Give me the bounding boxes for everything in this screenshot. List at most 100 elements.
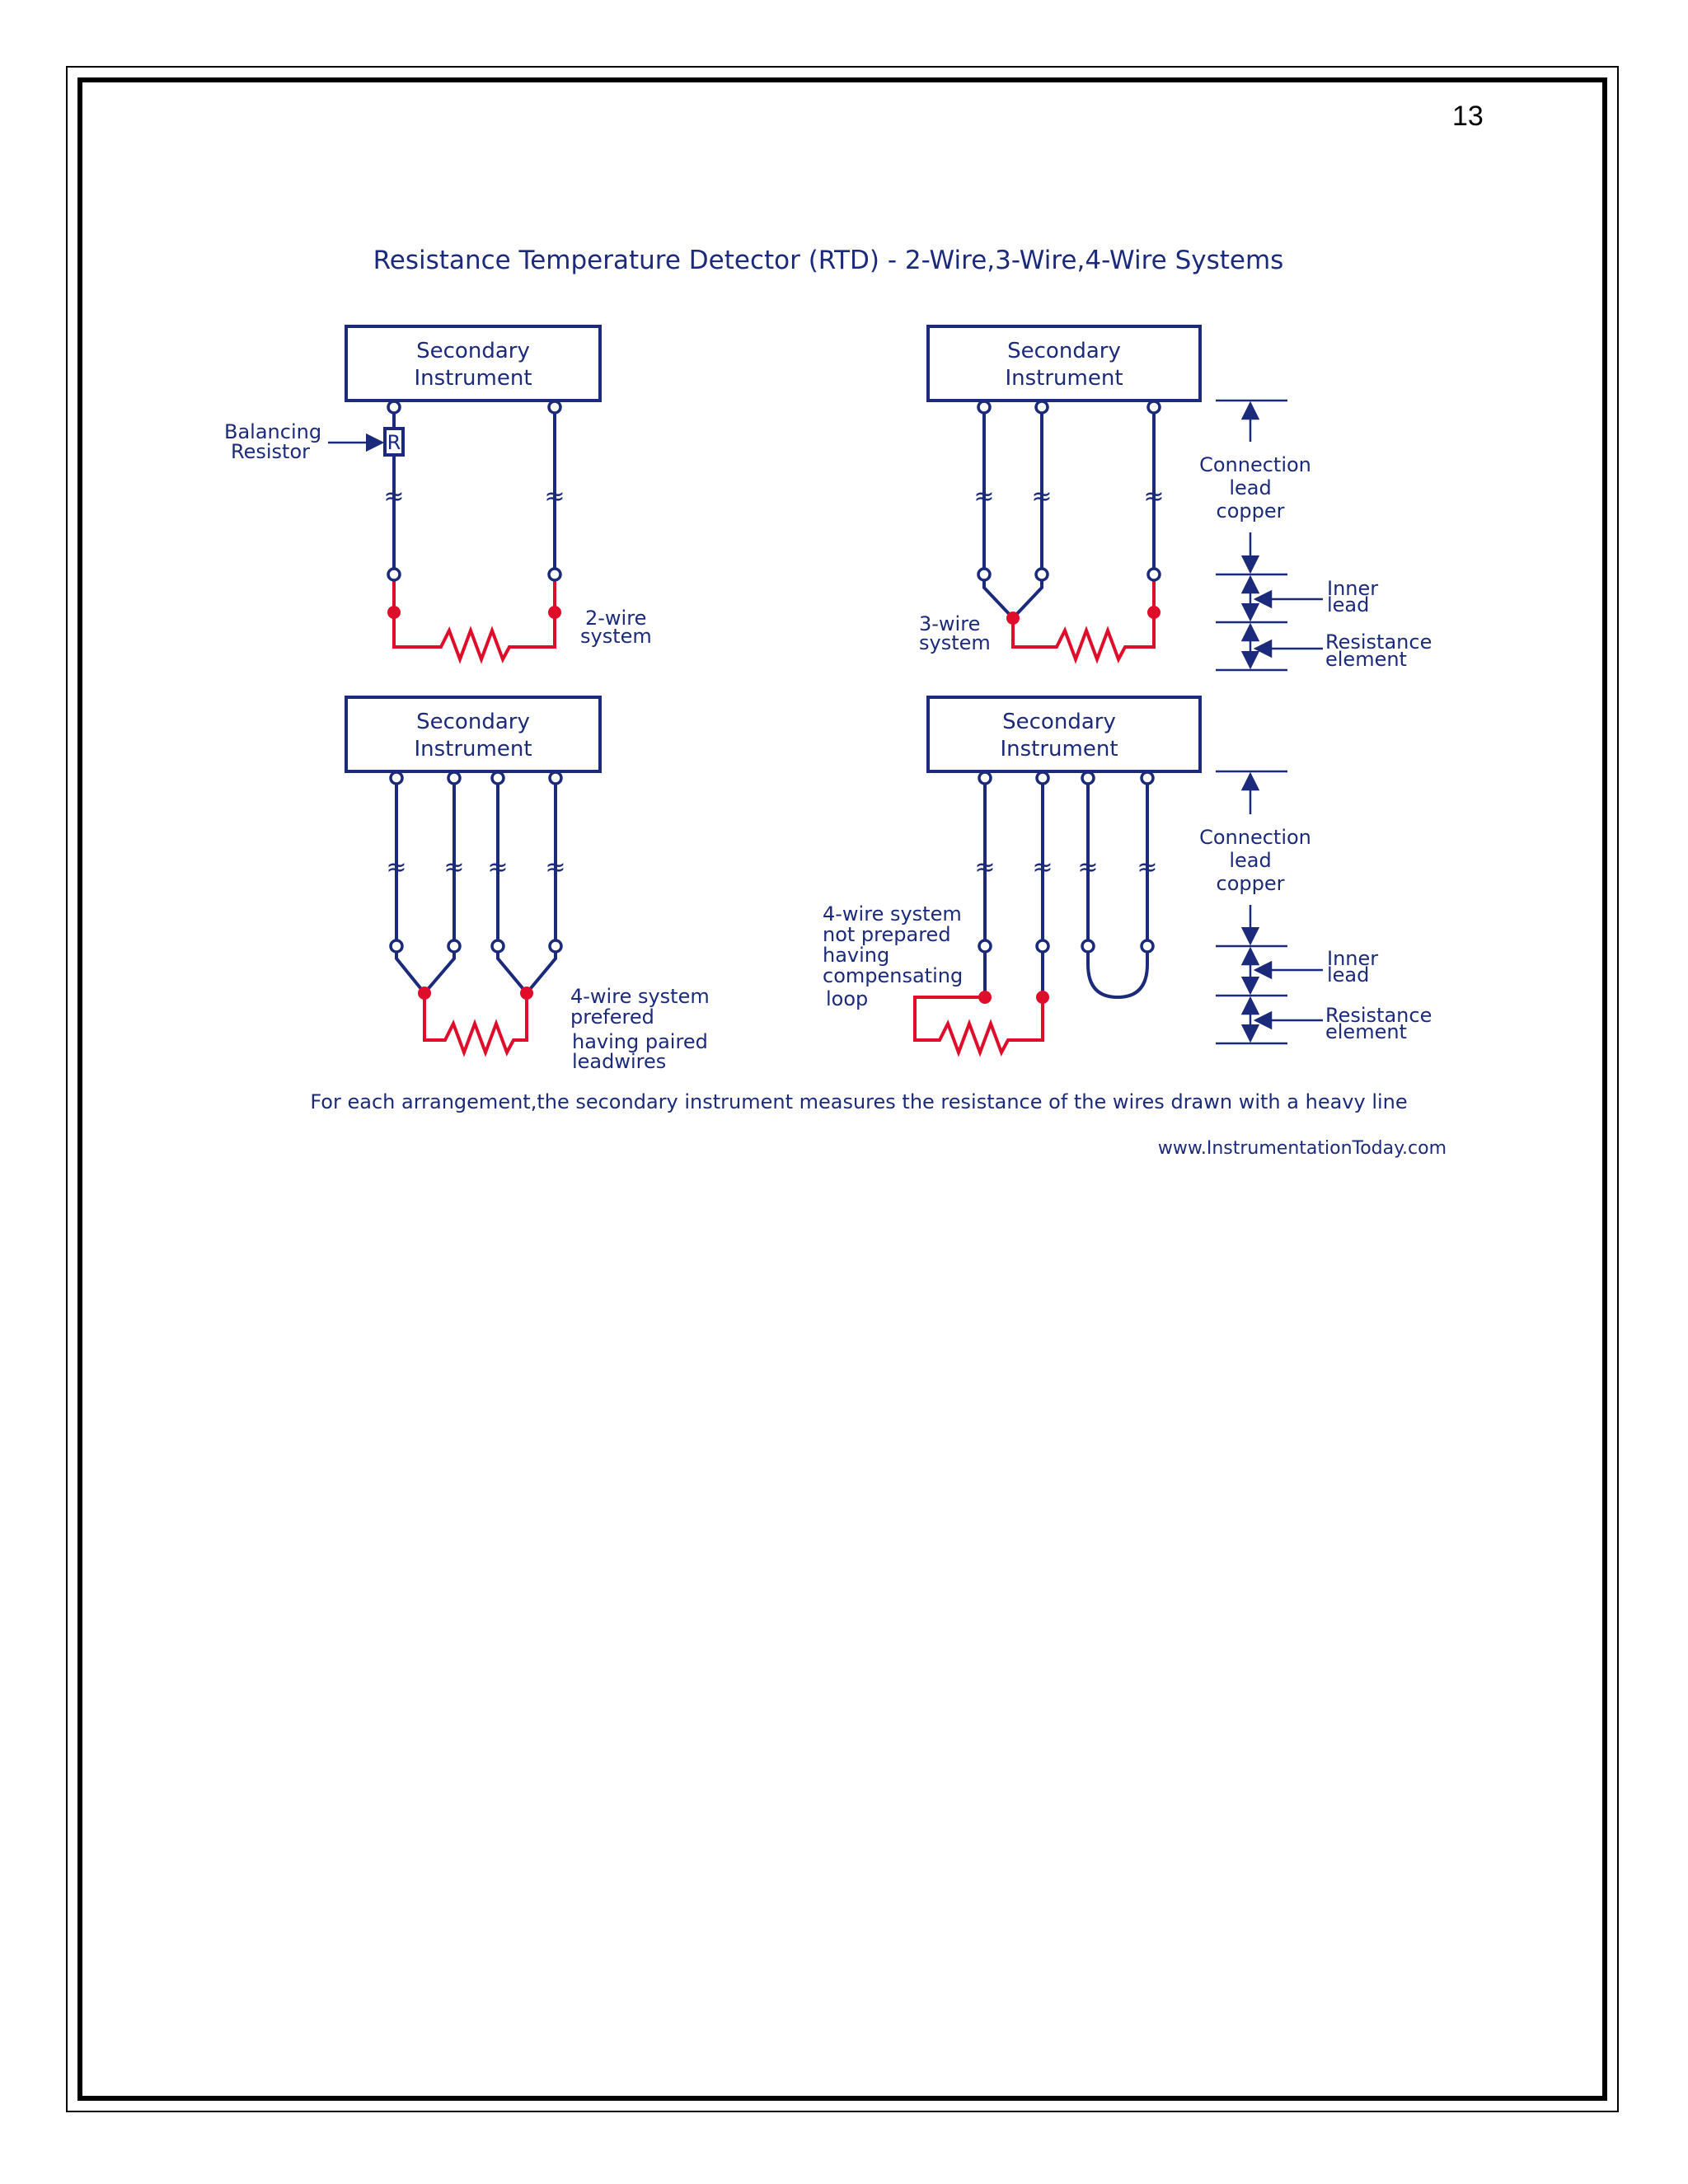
terminal bbox=[977, 400, 992, 415]
system-label-line2: not prepared bbox=[823, 923, 951, 946]
system-label-line4: compensating bbox=[823, 964, 963, 987]
wire-break-symbol: ≈ bbox=[383, 482, 404, 511]
box-label-line1: Secondary bbox=[1002, 710, 1116, 734]
inner-lead-label-line2: lead bbox=[1327, 593, 1369, 616]
secondary-instrument-box bbox=[926, 696, 1202, 773]
terminal bbox=[490, 939, 505, 954]
secondary-instrument-box bbox=[345, 325, 602, 402]
system-label-line3: having bbox=[823, 944, 889, 967]
terminal bbox=[548, 939, 563, 954]
terminal bbox=[977, 567, 992, 582]
wire-break-symbol: ≈ bbox=[1137, 853, 1157, 882]
terminal bbox=[1035, 939, 1050, 954]
wire-break-symbol: ≈ bbox=[1031, 482, 1052, 511]
wire-break-symbol: ≈ bbox=[545, 853, 565, 882]
connection-lead-label-line2: lead bbox=[1229, 849, 1271, 872]
terminal bbox=[1081, 939, 1095, 954]
page-border-outer bbox=[66, 66, 1619, 2112]
page-number: 13 bbox=[1452, 101, 1484, 132]
junction bbox=[418, 987, 431, 1000]
box-label-line1: Secondary bbox=[416, 339, 530, 363]
system-label-line2: system bbox=[919, 631, 991, 654]
system-label-line3: having paired bbox=[572, 1030, 708, 1053]
diagram-caption: For each arrangement,the secondary instr… bbox=[310, 1090, 1407, 1113]
junction bbox=[548, 606, 561, 619]
resistance-element-label-line1: Resistance bbox=[1325, 1004, 1432, 1027]
wire-break-symbol: ≈ bbox=[544, 482, 565, 511]
resistance-element bbox=[913, 996, 1044, 1057]
junction bbox=[1147, 606, 1160, 619]
terminal bbox=[1081, 771, 1095, 785]
terminal bbox=[387, 567, 401, 582]
panel-2-wire: Secondary Instrument R ≈ ≈ Balancing Res… bbox=[224, 325, 652, 664]
diagram-title: Resistance Temperature Detector (RTD) - … bbox=[373, 246, 1284, 275]
terminal bbox=[1034, 567, 1049, 582]
wire-break-symbol: ≈ bbox=[443, 853, 464, 882]
box-label-line1: Secondary bbox=[416, 710, 530, 734]
panel-4-wire-loop: Secondary Instrument ≈ ≈ ≈ ≈ 4-wire syst… bbox=[823, 696, 1432, 1057]
panel-3-wire: Secondary Instrument ≈ ≈ ≈ 3-wire system… bbox=[919, 325, 1432, 672]
system-label-line1: 2-wire bbox=[585, 607, 646, 630]
system-label-line1: 4-wire system bbox=[570, 985, 710, 1008]
terminal bbox=[490, 771, 505, 785]
wire-break-symbol: ≈ bbox=[487, 853, 508, 882]
junction bbox=[1036, 991, 1049, 1004]
wire-break-symbol: ≈ bbox=[1032, 853, 1053, 882]
system-label-line1: 3-wire bbox=[919, 612, 980, 635]
box-label-line2: Instrument bbox=[1005, 366, 1123, 391]
terminal bbox=[1146, 400, 1161, 415]
connection-lead-label-line1: Connection bbox=[1199, 453, 1311, 476]
page-border-inner bbox=[77, 77, 1607, 2101]
compensating-loop bbox=[1086, 946, 1149, 1000]
inner-lead-label-line1: Inner bbox=[1327, 577, 1378, 600]
box-label-line2: Instrument bbox=[1000, 737, 1118, 762]
terminal bbox=[1034, 400, 1049, 415]
secondary-instrument-box bbox=[345, 696, 602, 773]
system-label-line5: loop bbox=[826, 987, 868, 1010]
resistor-r-label: R bbox=[387, 431, 401, 454]
resistance-element bbox=[1011, 612, 1156, 664]
system-label-line2: prefered bbox=[570, 1005, 654, 1029]
connection-lead-label-line2: lead bbox=[1229, 476, 1271, 499]
panel-4-wire-paired: Secondary Instrument ≈ ≈ ≈ ≈ 4-wire syst… bbox=[345, 696, 710, 1073]
system-label-line1: 4-wire system bbox=[823, 902, 962, 926]
source-url: www.InstrumentationToday.com bbox=[1158, 1138, 1447, 1159]
junction bbox=[520, 987, 533, 1000]
terminal bbox=[389, 939, 404, 954]
terminal bbox=[1140, 939, 1155, 954]
terminal bbox=[547, 567, 562, 582]
resistance-element-label-line2: element bbox=[1325, 648, 1407, 671]
junction bbox=[978, 991, 992, 1004]
box-label-line1: Secondary bbox=[1007, 339, 1121, 363]
inner-lead-label-line1: Inner bbox=[1327, 947, 1378, 970]
junction bbox=[1006, 612, 1020, 625]
junction bbox=[387, 606, 401, 619]
terminal bbox=[547, 400, 562, 415]
resistance-element bbox=[423, 993, 528, 1057]
inner-lead-label-line2: lead bbox=[1327, 963, 1369, 987]
terminal bbox=[548, 771, 563, 785]
resistance-element-label-line2: element bbox=[1325, 1020, 1407, 1043]
connection-lead-label-line1: Connection bbox=[1199, 826, 1311, 849]
connection-lead-label-line3: copper bbox=[1217, 872, 1285, 895]
paired-lead-joint bbox=[395, 946, 456, 996]
system-label-line4: leadwires bbox=[572, 1050, 666, 1073]
terminal bbox=[978, 771, 992, 785]
terminal bbox=[1140, 771, 1155, 785]
terminal bbox=[1035, 771, 1050, 785]
terminal bbox=[389, 771, 404, 785]
connection-lead-label-line3: copper bbox=[1217, 499, 1285, 523]
balancing-resistor-label-line1: Balancing bbox=[224, 420, 321, 443]
system-label-line2: system bbox=[580, 625, 652, 648]
resistance-element bbox=[392, 612, 556, 664]
terminal bbox=[978, 939, 992, 954]
paired-lead-joint bbox=[496, 946, 557, 996]
secondary-instrument-box bbox=[926, 325, 1202, 402]
terminal bbox=[1146, 567, 1161, 582]
box-label-line2: Instrument bbox=[414, 737, 532, 762]
terminal bbox=[387, 400, 401, 415]
wire-break-symbol: ≈ bbox=[974, 853, 995, 882]
terminal bbox=[447, 771, 462, 785]
wire-break-symbol: ≈ bbox=[386, 853, 406, 882]
